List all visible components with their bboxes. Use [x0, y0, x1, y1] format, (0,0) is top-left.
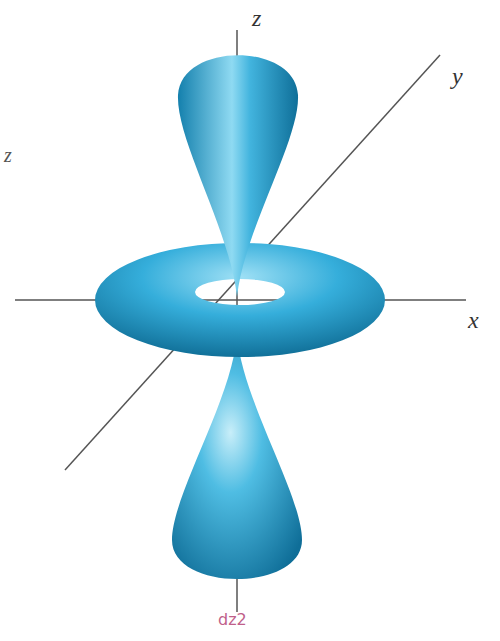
x-axis-label: x [468, 308, 479, 332]
top-lobe [178, 55, 298, 297]
y-axis-label: y [452, 64, 463, 88]
orbital-name: dz2 [218, 612, 247, 628]
axis-fragment-label: z [4, 145, 12, 165]
bottom-lobe [172, 335, 302, 579]
x-axis [15, 299, 466, 301]
axes [15, 30, 466, 612]
z-axis-label: z [252, 6, 261, 30]
